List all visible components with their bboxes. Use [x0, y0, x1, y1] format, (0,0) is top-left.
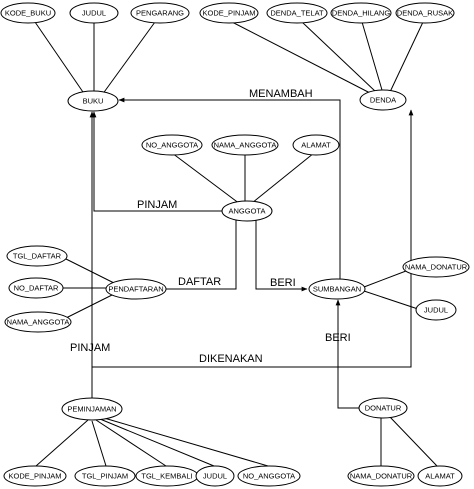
daftar-label: DAFTAR — [178, 276, 221, 288]
attribute-pinjam-no-anggota-label: NO_ANGGOTA — [243, 472, 295, 481]
attribute-anggota-nama[interactable]: NAMA_ANGGOTA — [211, 134, 279, 156]
dikenakan-label: DIKENAKAN — [199, 353, 263, 365]
relationship-lines — [89, 97, 414, 409]
attribute-daftar-nama-anggota-label: NAMA_ANGGOTA — [7, 318, 70, 327]
attribute-kode-buku[interactable]: KODE_BUKU — [0, 2, 56, 24]
beri-donatur-line — [335, 299, 359, 409]
attribute-sumbangan-nama-donatur-label: NAMA_DONATUR — [405, 263, 468, 272]
entity-sumbangan-label: SUMBANGAN — [313, 285, 361, 294]
attribute-donatur-nama[interactable]: NAMA_DONATUR — [347, 465, 415, 487]
connector-pinjam-tgl — [91, 420, 107, 467]
beri-anggota-line — [255, 220, 308, 292]
connector-sumbangan-judul — [363, 290, 419, 310]
attribute-donatur-nama-label: NAMA_DONATUR — [350, 472, 413, 481]
entity-pendaftaran-label: PENDAFTARAN — [108, 285, 163, 294]
attribute-no-daftar[interactable]: NO_DAFTAR — [8, 277, 64, 299]
beri-anggota-label: BERI — [270, 277, 296, 289]
entity-donatur-label: DONATUR — [365, 404, 402, 413]
entity-denda-label: DENDA — [370, 96, 396, 105]
dikenakan-line — [91, 109, 414, 398]
entity-anggota[interactable]: ANGGOTA — [221, 200, 273, 222]
connector-denda-hilang — [361, 21, 383, 91]
attribute-donatur-alamat[interactable]: ALAMAT — [417, 465, 463, 487]
attribute-pinjam-no-anggota[interactable]: NO_ANGGOTA — [237, 465, 301, 487]
pinjam-anggota-line — [91, 111, 222, 212]
attribute-anggota-nama-label: NAMA_ANGGOTA — [214, 141, 277, 150]
pinjam-anggota-label: PINJAM — [137, 199, 177, 211]
connector-daftar-tgl — [61, 256, 115, 284]
menambah-label: MENAMBAH — [249, 88, 313, 100]
attribute-denda-hilang[interactable]: DENDA_HILANG — [330, 2, 392, 24]
attribute-anggota-alamat-label: ALAMAT — [301, 141, 331, 150]
beri-donatur-label: BERI — [325, 332, 351, 344]
attribute-denda-kode-pinjam-label: KODE_PINJAM — [203, 9, 256, 18]
daftar-line — [165, 220, 237, 290]
connector-denda-rusak — [389, 21, 424, 93]
attribute-anggota-no-label: NO_ANGGOTA — [146, 141, 198, 150]
attribute-anggota-alamat[interactable]: ALAMAT — [292, 134, 340, 156]
attribute-pinjam-kode-label: KODE_PINJAM — [9, 472, 62, 481]
attribute-connectors — [34, 21, 438, 467]
attribute-pinjam-tgl-kembali[interactable]: TGL_KEMBALI — [135, 465, 199, 487]
entity-buku[interactable]: BUKU — [67, 90, 119, 112]
connector-anggota-alamat — [251, 152, 315, 204]
attribute-denda-hilang-label: DENDA_HILANG — [332, 9, 391, 18]
attribute-pinjam-judul-label: JUDUL — [203, 472, 227, 481]
menambah-line — [118, 97, 341, 280]
attribute-denda-rusak-label: DENDA_RUSAK — [397, 9, 453, 18]
attribute-pinjam-kode[interactable]: KODE_PINJAM — [3, 465, 67, 487]
connector-pinjam-no-anggota — [103, 417, 269, 467]
entity-sumbangan[interactable]: SUMBANGAN — [308, 278, 366, 300]
attribute-sumbangan-judul[interactable]: JUDUL — [415, 299, 457, 321]
connector-daftar-nama — [65, 293, 115, 319]
entity-denda[interactable]: DENDA — [359, 89, 407, 111]
entity-pendaftaran[interactable]: PENDAFTARAN — [105, 278, 167, 300]
connector-pinjam-kode — [35, 419, 89, 467]
attribute-denda-rusak[interactable]: DENDA_RUSAK — [395, 2, 455, 24]
entity-peminjaman-label: PEMINJAMAN — [67, 405, 116, 414]
attribute-donatur-alamat-label: ALAMAT — [425, 472, 455, 481]
attribute-sumbangan-judul-label: JUDUL — [424, 306, 448, 315]
attribute-pinjam-tgl[interactable]: TGL_PINJAM — [74, 465, 136, 487]
connector-sumbangan-nama-donatur — [363, 270, 407, 288]
connector-denda-kode-pinjam — [231, 21, 373, 95]
attribute-pengarang-label: PENGARANG — [136, 9, 184, 18]
attribute-judul-buku-label: JUDUL — [82, 9, 106, 18]
connector-buku-pengarang — [101, 21, 156, 96]
attribute-anggota-no[interactable]: NO_ANGGOTA — [141, 134, 203, 156]
connector-anggota-no — [171, 152, 241, 205]
attribute-denda-kode-pinjam[interactable]: KODE_PINJAM — [199, 2, 259, 24]
connector-pinjam-tgl-kembali — [95, 419, 167, 467]
attribute-pengarang[interactable]: PENGARANG — [130, 2, 190, 24]
attribute-pinjam-tgl-kembali-label: TGL_KEMBALI — [141, 472, 192, 481]
entity-donatur[interactable]: DONATUR — [358, 397, 408, 419]
attribute-pinjam-judul[interactable]: JUDUL — [195, 465, 235, 487]
attribute-tgl-daftar-label: TGL_DAFTAR — [13, 252, 62, 261]
attribute-daftar-nama-anggota[interactable]: NAMA_ANGGOTA — [4, 311, 72, 333]
connector-donatur-alamat — [388, 415, 438, 467]
attribute-kode-buku-label: KODE_BUKU — [5, 9, 51, 18]
entity-buku-label: BUKU — [83, 97, 104, 106]
attribute-judul-buku[interactable]: JUDUL — [69, 2, 119, 24]
connector-buku-kode-buku — [34, 21, 86, 96]
connector-denda-telat — [301, 21, 377, 93]
entity-anggota-label: ANGGOTA — [229, 207, 266, 216]
attribute-denda-telat-label: DENDA_TELAT — [270, 9, 324, 18]
attribute-sumbangan-nama-donatur[interactable]: NAMA_DONATUR — [402, 256, 470, 278]
attribute-pinjam-tgl-label: TGL_PINJAM — [82, 472, 128, 481]
pinjam-peminjaman-label: PINJAM — [70, 342, 110, 354]
attribute-tgl-daftar[interactable]: TGL_DAFTAR — [6, 245, 68, 267]
connector-pinjam-judul — [99, 418, 215, 467]
entity-peminjaman[interactable]: PEMINJAMAN — [61, 397, 123, 421]
attribute-denda-telat[interactable]: DENDA_TELAT — [266, 2, 328, 24]
attribute-no-daftar-label: NO_DAFTAR — [14, 284, 59, 293]
